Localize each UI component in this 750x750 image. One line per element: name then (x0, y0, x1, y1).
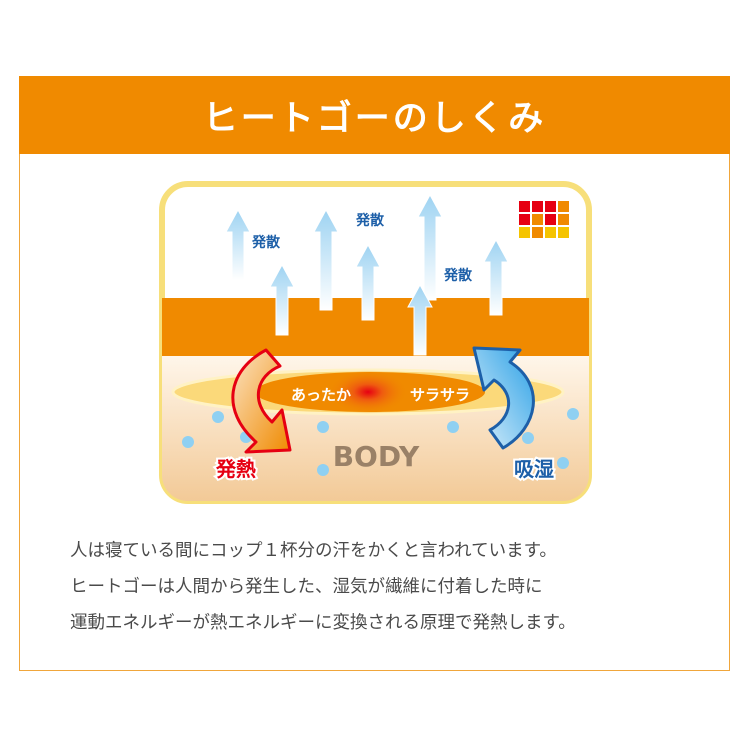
logo-square (545, 201, 556, 212)
release-label-3: 発散 (443, 267, 473, 284)
brand-logo (519, 201, 569, 238)
title-banner: ヒートゴーのしくみ (19, 76, 730, 154)
description-line-2: ヒートゴーは人間から発生した、湿気が繊維に付着した時に (70, 577, 543, 597)
banner-title: ヒートゴーのしくみ (202, 98, 547, 139)
logo-square (558, 227, 569, 238)
release-label-1: 発散 (251, 234, 281, 251)
logo-square (558, 201, 569, 212)
absorb-arrow (472, 346, 535, 450)
release-label-2: 発散 (355, 212, 385, 229)
logo-square (519, 201, 530, 212)
warm-label: あったか (291, 386, 351, 404)
description-line-3: 運動エネルギーが熱エネルギーに変換される原理で発熱します。 (70, 613, 576, 633)
heat-arrow (231, 348, 292, 454)
description-line-1: 人は寝ている間にコップ１杯分の汗をかくと言われています。 (70, 541, 557, 561)
mechanism-diagram: 発散 発散 発散 あったか サラサラ BODY 発熱 吸湿 (159, 181, 592, 504)
logo-square (532, 201, 543, 212)
description: 人は寝ている間にコップ１杯分の汗をかくと言われています。 ヒートゴーは人間から発… (70, 533, 690, 641)
body-label: BODY (333, 440, 420, 473)
logo-square (532, 214, 543, 225)
heat-label: 発熱 (215, 457, 256, 481)
heat-glow (328, 370, 408, 414)
logo-square (558, 214, 569, 225)
logo-square (545, 227, 556, 238)
logo-square (519, 227, 530, 238)
moisture-dots (182, 408, 579, 476)
logo-square (545, 214, 556, 225)
fabric-layer (162, 298, 589, 356)
absorb-label: 吸湿 (514, 457, 554, 481)
logo-square (532, 227, 543, 238)
dry-label: サラサラ (410, 386, 470, 404)
evaporation-arrows (225, 193, 509, 356)
logo-square (519, 214, 530, 225)
